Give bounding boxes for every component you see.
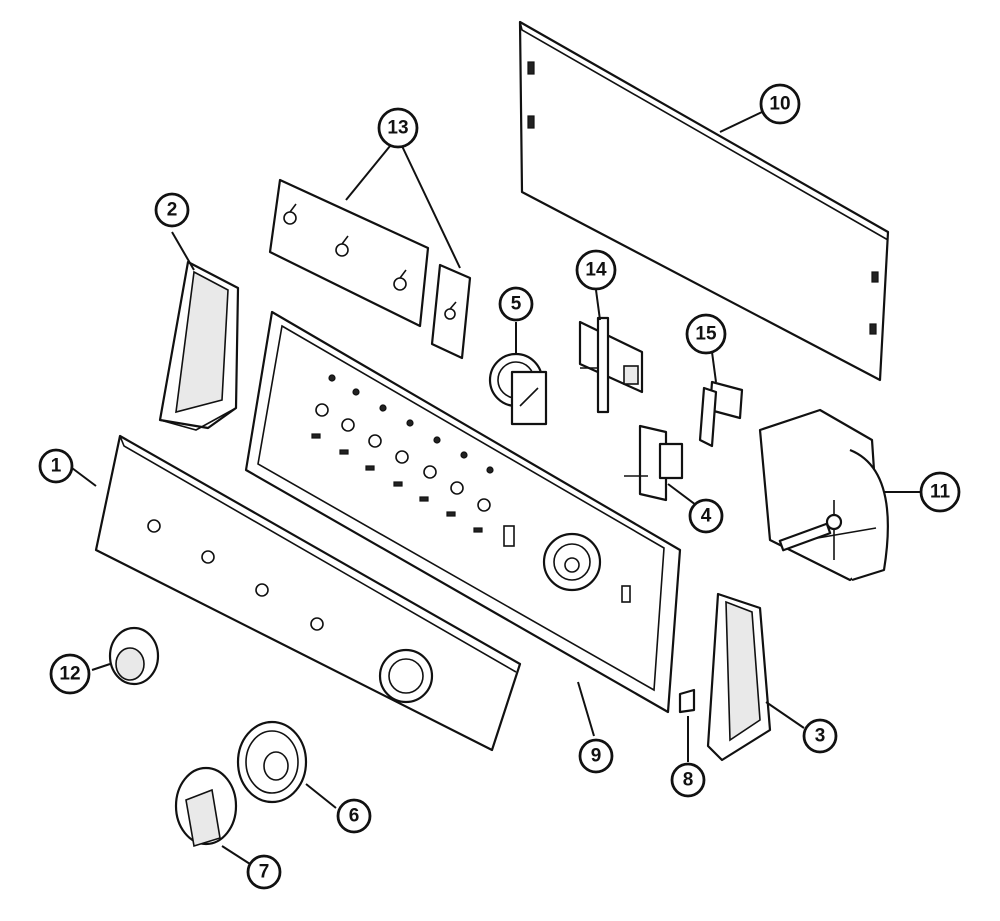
knob-small [108,626,160,686]
rear-panel [518,20,890,382]
control-panel-bezel [244,310,682,714]
callout-label: 7 [259,862,270,883]
callout-label: 14 [585,260,607,281]
callout-label: 2 [167,200,178,221]
callout-label: 12 [59,664,80,685]
callout-label: 3 [815,726,826,747]
circuit-board-small [430,263,472,360]
callout-label: 8 [683,770,694,791]
small-switch [698,380,744,448]
callout-2: 2 [154,192,190,228]
timer-housing [758,408,889,582]
callout-15: 15 [685,313,727,355]
callout-label: 15 [695,324,717,345]
callout-9: 9 [578,738,614,774]
callout-4: 4 [688,498,724,534]
callout-5: 5 [498,286,534,322]
callout-label: 9 [591,746,602,767]
rotary-switch [578,316,644,414]
callout-label: 1 [51,456,62,477]
clip [678,688,696,714]
callout-11: 11 [919,471,961,513]
selector-switch [488,352,548,426]
callout-label: 11 [930,482,951,503]
callout-label: 6 [349,806,360,827]
callout-13: 13 [377,107,419,149]
callout-label: 13 [387,118,408,139]
callout-12: 12 [49,653,91,695]
callout-label: 5 [511,294,522,315]
knob-large [174,766,238,848]
callout-8: 8 [670,762,706,798]
callout-14: 14 [575,249,617,291]
knob-skirt [236,720,308,804]
callout-3: 3 [802,718,838,754]
callout-label: 4 [701,506,712,527]
right-end-cap [706,592,772,762]
leader-lines [71,111,920,865]
callout-1: 1 [38,448,74,484]
callout-6: 6 [336,798,372,834]
front-console-panel [94,434,522,752]
push-switch [624,424,684,502]
left-end-cap [158,260,240,431]
callout-10: 10 [759,83,801,125]
callout-7: 7 [246,854,282,890]
circuit-board-large [268,178,430,328]
callout-label: 10 [769,94,790,115]
